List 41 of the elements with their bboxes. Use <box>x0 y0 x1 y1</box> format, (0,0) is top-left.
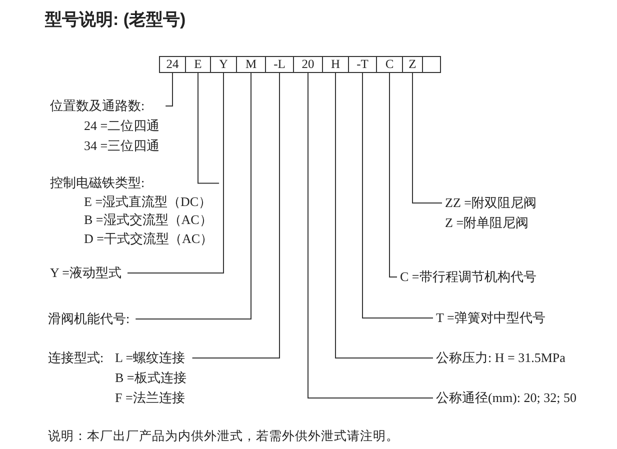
code-cell: M <box>236 56 266 73</box>
note-text: 说明：本厂出厂产品为内供外泄式，若需外供外泄式请注明。 <box>48 428 399 445</box>
leader-line <box>412 72 442 204</box>
position-description: 34 =三位四通 <box>84 137 160 155</box>
pressure-description: 公称压力: H = 31.5MPa <box>436 349 566 367</box>
solenoid-description: E =湿式直流型（DC） <box>84 192 213 210</box>
solenoid-description: B =湿式交流型（AC） <box>84 211 214 229</box>
stroke-adjust-description: C =带行程调节机构代号 <box>400 268 536 286</box>
connection-description: F =法兰连接 <box>115 389 186 407</box>
spool-function-label: 滑阀机能代号: <box>48 310 130 328</box>
leader-line <box>362 72 434 318</box>
code-cell: C <box>376 56 403 73</box>
field-heading: 连接型式: <box>48 349 104 367</box>
position-description: 24 =二位四通 <box>84 117 160 135</box>
spring-centering-description: T =弹簧对中型代号 <box>436 309 546 327</box>
field-heading: 位置数及通路数: <box>50 97 146 115</box>
code-cell: H <box>322 56 349 73</box>
leader-line <box>389 72 398 278</box>
leader-line <box>308 72 434 398</box>
leader-line <box>135 72 252 320</box>
diameter-description: 公称通径(mm): 20; 32; 50 <box>436 389 576 407</box>
code-cell: E <box>185 56 211 73</box>
code-cell: 24 <box>159 56 186 73</box>
diagram-title: 型号说明: (老型号) <box>45 9 186 31</box>
leader-line <box>198 72 220 184</box>
field-heading: 控制电磁铁类型: <box>50 174 146 192</box>
code-cell: -T <box>348 56 377 73</box>
field-heading: ZZ =附双阻尼阀 <box>445 194 536 212</box>
code-cell: 20 <box>293 56 323 73</box>
code-cell: -L <box>265 56 294 73</box>
leader-line <box>335 72 434 358</box>
leader-line <box>165 72 173 106</box>
connection-description: L =螺纹连接 <box>115 349 186 367</box>
hydraulic-description: Y =液动型式 <box>50 264 122 282</box>
leader-line <box>192 72 280 358</box>
solenoid-description: D =干式交流型（AC） <box>84 230 214 248</box>
connection-description: B =板式连接 <box>115 369 186 387</box>
code-cell: Y <box>210 56 237 73</box>
code-cell: Z <box>402 56 423 73</box>
leader-line <box>127 72 224 274</box>
damper-description: Z =附单阻尼阀 <box>445 214 530 232</box>
